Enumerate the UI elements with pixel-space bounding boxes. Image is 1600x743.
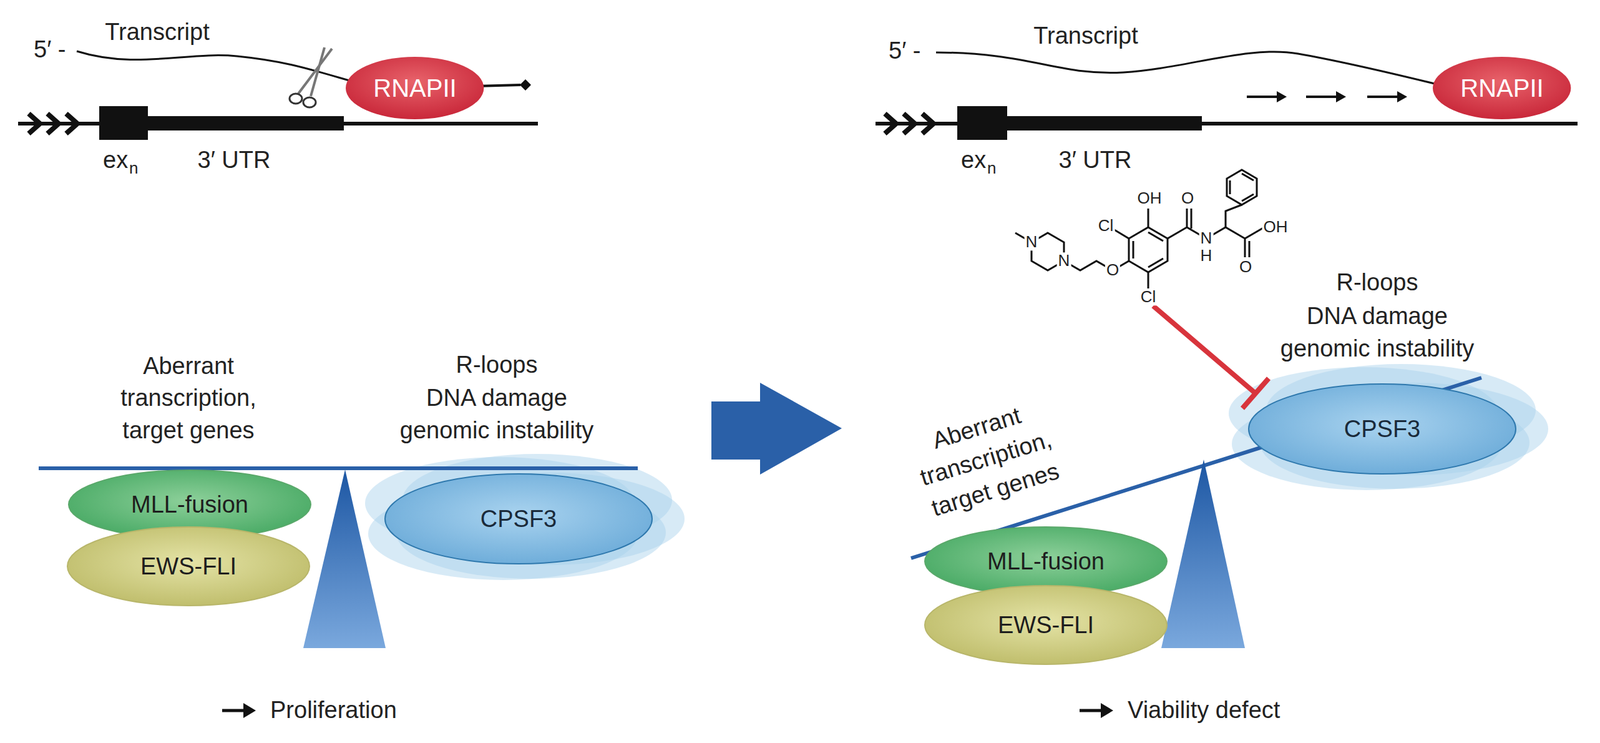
effect-label: Aberrant transcription, target genes <box>94 350 283 447</box>
utr-label: 3′ UTR <box>197 144 271 176</box>
utr-bar <box>1007 116 1202 131</box>
atom-label: O <box>1180 189 1196 207</box>
ellipse-outline <box>67 526 310 606</box>
scissor-blade <box>298 48 332 94</box>
ctd-diamond <box>519 79 532 91</box>
outcome-label: Viability defect <box>1127 693 1280 726</box>
balance-fulcrum <box>1161 459 1245 648</box>
atom-label: OH <box>1262 218 1290 236</box>
promoter-chevrons <box>884 113 934 134</box>
node-text: EWS-FLI <box>997 611 1094 639</box>
inhibitor-structure <box>1015 169 1265 289</box>
promoter-chevrons <box>28 113 78 134</box>
readthrough-arrow <box>1246 95 1401 98</box>
benzene-ring <box>1128 227 1168 273</box>
atom-label: Cl <box>1139 288 1158 306</box>
balance-beam <box>38 466 638 470</box>
oncoprotein-ellipse: EWS-FLI <box>923 584 1169 666</box>
ring-double-bonds <box>1133 232 1164 268</box>
ellipse-outline <box>1432 56 1571 120</box>
bonds <box>1225 204 1242 228</box>
effect-label: DNA damage <box>1306 300 1448 332</box>
transcript-label: Transcript <box>1033 19 1139 52</box>
ellipse-outline <box>345 56 484 120</box>
node-text-holder: EWS-FLI <box>923 584 1169 666</box>
ellipse-outline <box>1248 383 1516 474</box>
node-text: CPSF3 <box>1344 415 1421 443</box>
phenyl-ring <box>1226 169 1257 205</box>
transcript-label: Transcript <box>104 16 210 49</box>
strand-label: 5′ - <box>888 34 921 67</box>
effect-label: Aberrant transcription, target genes <box>882 385 1090 533</box>
ellipse-outline <box>385 473 653 564</box>
exon-box <box>957 106 1008 140</box>
inhibition-line <box>1153 305 1269 409</box>
node-text-holder: CPSF3 <box>1247 382 1518 475</box>
node-text-holder: EWS-FLI <box>66 525 311 607</box>
transcript-line <box>936 51 1445 87</box>
effect-label: DNA damage <box>426 381 568 414</box>
ellipse-outline <box>924 585 1167 664</box>
node-text-holder: RNAPII <box>1431 55 1572 121</box>
exon-subscript: n <box>987 157 996 180</box>
exon-label: ex <box>960 144 986 176</box>
node-text: EWS-FLI <box>140 552 237 580</box>
node-text: MLL-fusion <box>131 491 249 518</box>
polymerase-ellipse: RNAPII <box>1431 55 1572 121</box>
effect-label: genomic instability <box>400 414 594 447</box>
node-text: RNAPII <box>1460 74 1544 103</box>
atom-label: Cl <box>1097 217 1116 235</box>
scissor-handle <box>289 93 303 104</box>
atom-label: O <box>1105 261 1121 279</box>
cpsf3-ellipse: CPSF3 <box>1247 382 1518 475</box>
bonds <box>1063 208 1149 271</box>
ring-double-bonds <box>1229 173 1254 201</box>
node-text-holder: RNAPII <box>344 55 485 121</box>
node-text: MLL-fusion <box>987 547 1105 575</box>
effect-label: genomic instability <box>1280 332 1474 365</box>
node-text: RNAPII <box>373 74 457 103</box>
scissor-blade <box>310 47 325 97</box>
polymerase-ellipse: RNAPII <box>344 55 485 121</box>
cpsf3-ellipse: CPSF3 <box>383 472 654 565</box>
oncoprotein-ellipse: EWS-FLI <box>66 525 311 607</box>
scissors-icon <box>289 47 332 108</box>
utr-bar <box>147 116 344 131</box>
bonds <box>1148 208 1265 289</box>
atom-label: H <box>1199 247 1214 264</box>
atom-label: N <box>1199 229 1214 247</box>
transition-arrow <box>711 382 842 475</box>
scissor-handle <box>303 97 316 108</box>
balance-fulcrum <box>303 469 386 648</box>
effect-label: R-loops <box>1336 266 1419 299</box>
readthrough-arrowhead <box>1276 91 1408 103</box>
utr-label: 3′ UTR <box>1058 144 1132 176</box>
atom-label: OH <box>1136 189 1164 207</box>
atom-label: N <box>1024 233 1040 251</box>
exon-subscript: n <box>129 157 138 180</box>
effect-label: R-loops <box>456 348 538 381</box>
node-text-holder: CPSF3 <box>383 472 654 565</box>
atom-label: O <box>1238 258 1254 276</box>
strand-label: 5′ - <box>33 33 66 66</box>
transcript-line <box>76 51 356 83</box>
exon-box <box>99 106 148 140</box>
node-text: CPSF3 <box>480 505 557 533</box>
exon-label: ex <box>102 144 128 176</box>
atom-label: N <box>1057 252 1072 269</box>
outcome-label: Proliferation <box>270 693 397 726</box>
